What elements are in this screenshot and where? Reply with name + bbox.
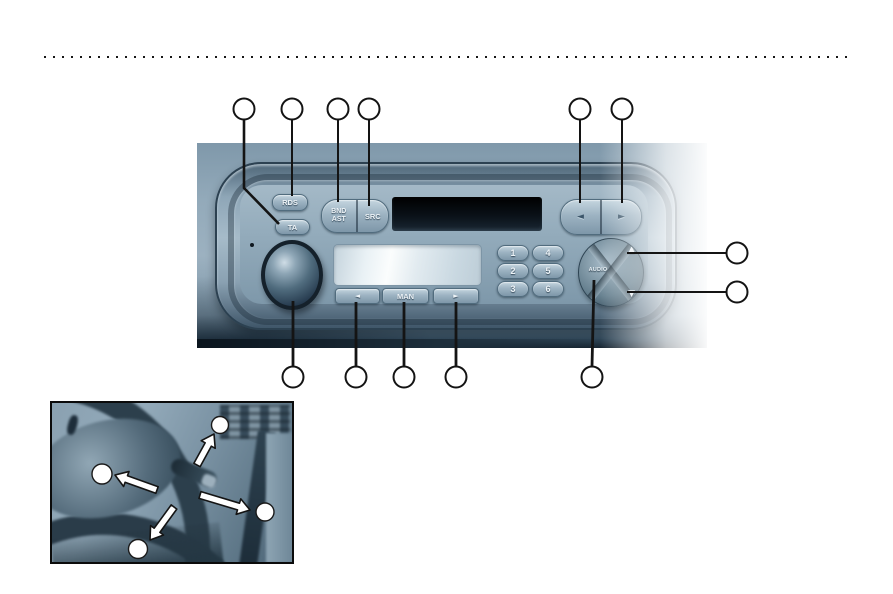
arrow-left-icon [114, 470, 159, 495]
callout-circle [210, 415, 230, 435]
arrow-down-icon [149, 504, 178, 541]
indicator-dot [250, 243, 254, 247]
src-button: SRC [358, 212, 388, 221]
volume-knob [261, 240, 323, 310]
preset-label: 5 [545, 266, 551, 276]
arrow-up-icon [193, 433, 216, 468]
arrow-right-icon [198, 490, 251, 516]
preset-button-3: 3 [497, 281, 529, 297]
man-button: MAN [382, 288, 429, 304]
callout-circle [344, 365, 368, 389]
callout-circle [281, 365, 305, 389]
callout-circle [326, 97, 350, 121]
src-label: SRC [364, 211, 381, 221]
callout-circle [357, 97, 381, 121]
radio-bezel-groove [228, 174, 672, 325]
band-source-button-group: BND AST SRC [321, 199, 389, 233]
preset-button-6: 6 [532, 281, 564, 297]
ta-button: TA [275, 219, 310, 235]
callout-circle [610, 97, 634, 121]
callout-circle [127, 538, 149, 560]
button-divider [355, 200, 358, 232]
lcd-display [333, 244, 482, 286]
volume-up-icon: ▲ [628, 245, 635, 255]
preset-button-2: 2 [497, 263, 529, 279]
radio-photo: RDS TA BND AST SRC ◄ ► ◄ MAN [197, 143, 707, 348]
callout-circle [725, 241, 749, 265]
volume-down-icon: ▼ [628, 289, 635, 299]
callout-circle [392, 365, 416, 389]
rds-label: RDS [282, 198, 298, 207]
preset-label: 1 [510, 248, 516, 258]
bnd-label: BND [331, 208, 347, 215]
preset-label: 4 [545, 248, 551, 258]
callout-circle [568, 97, 592, 121]
callout-circle [725, 280, 749, 304]
cassette-slot [392, 197, 542, 231]
audio-control: AUDIO ▲ ▼ [578, 238, 644, 307]
seek-left-icon: ◄ [354, 292, 361, 300]
rds-button: RDS [272, 194, 308, 211]
callout-circle [91, 463, 113, 485]
preset-button-1: 1 [497, 245, 529, 261]
callout-circle [444, 365, 468, 389]
seek-right-button: ► [433, 288, 479, 304]
man-label: MAN [396, 291, 415, 301]
eject-left-icon: ◄ [577, 212, 584, 222]
ta-label: TA [287, 222, 298, 232]
dotted-divider [44, 56, 851, 58]
preset-label: 6 [545, 284, 551, 294]
callout-circle [232, 97, 256, 121]
eject-right-icon: ► [618, 212, 625, 222]
bnd-ast-button: BND AST [322, 208, 356, 224]
preset-label: 2 [510, 266, 516, 276]
preset-button-5: 5 [532, 263, 564, 279]
ast-label: AST [331, 216, 346, 223]
button-divider [600, 200, 602, 234]
callout-circle [280, 97, 304, 121]
seek-left-button: ◄ [335, 288, 380, 304]
callout-circle [580, 365, 604, 389]
dashboard-panel [266, 433, 292, 562]
eject-button-group: ◄ ► [560, 199, 642, 235]
seek-right-icon: ► [453, 292, 459, 300]
audio-label: AUDIO [588, 267, 608, 273]
preset-label: 3 [510, 284, 516, 294]
callout-circle [255, 502, 275, 522]
preset-button-4: 4 [532, 245, 564, 261]
steering-wheel-photo [50, 401, 294, 564]
